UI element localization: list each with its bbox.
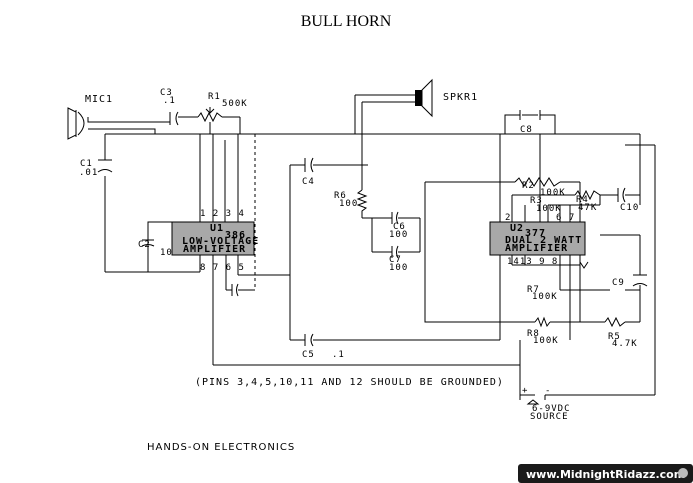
c9-label: C9 (612, 278, 625, 288)
u2-pins-top: 2 (505, 213, 511, 223)
speaker-symbol (415, 78, 433, 118)
capacitor-c8 (519, 110, 541, 120)
resistor-r2 (514, 177, 561, 187)
c5-label: C5 (302, 350, 315, 360)
capacitor-c3 (169, 111, 179, 126)
diagram-title: BULL HORN (301, 13, 392, 30)
c6-label: C6 (393, 222, 406, 232)
capacitor-c4 (304, 157, 314, 173)
microphone-symbol (67, 107, 85, 140)
r4-value: 47K (578, 203, 597, 213)
u2-chip (489, 221, 586, 256)
u2-pins-top2: 6 7 (556, 213, 575, 223)
capacitor-c6 (391, 211, 399, 225)
r5-label: R5 (608, 332, 621, 342)
mic-label: MIC1 (85, 94, 113, 105)
r8-label: R8 (527, 329, 540, 339)
minus-sign: - (545, 386, 551, 396)
watermark-banner: www.MidnightRidazz.com (518, 464, 693, 483)
r1-label: R1 (208, 92, 221, 102)
c7-label: C7 (389, 255, 402, 265)
r6-value: 100 (339, 199, 358, 209)
c3-label: C3 (160, 88, 173, 98)
r6-label: R6 (334, 191, 347, 201)
u1-chip (171, 221, 255, 256)
c6-value: 100 (389, 230, 408, 240)
c1-value: .01 (79, 168, 98, 178)
resistor-r8 (534, 316, 551, 328)
watermark-text: www.MidnightRidazz.com (526, 468, 685, 481)
u2-line2: AMPLIFIER (505, 243, 568, 254)
u2-pins-bottom: 1413 9 8 (507, 257, 558, 267)
capacitor-u1-bottom (231, 283, 239, 297)
resistor-r4 (574, 189, 601, 201)
c5-value: .1 (332, 350, 345, 360)
u2-ref: U2 (510, 223, 524, 234)
r3-label: R3 (530, 196, 543, 206)
capacitor-c1 (97, 159, 113, 173)
ground-note: (PINS 3,4,5,10,11 AND 12 SHOULD BE GROUN… (195, 377, 504, 388)
c8-label: C8 (520, 125, 533, 135)
spkr-label: SPKR1 (443, 92, 478, 103)
capacitor-c7 (391, 245, 399, 259)
u1-pins-bottom: 8 7 6 5 (200, 263, 245, 273)
r5-value: 4.7K (612, 339, 638, 349)
resistor-r1 (197, 107, 223, 123)
resistor-r5 (604, 316, 626, 328)
battery-symbol (519, 395, 546, 405)
plus-sign: + (522, 386, 528, 396)
c2-label: C2 (138, 240, 151, 250)
u1-ref: U1 (210, 223, 224, 234)
c4-label: C4 (302, 177, 315, 187)
u2-line1: DUAL 2 WATT (505, 235, 582, 246)
footer-credit: HANDS-ON ELECTRONICS (147, 442, 295, 453)
c7-value: 100 (389, 263, 408, 273)
c2-value: 10 (160, 248, 173, 258)
r2-label: R2 (522, 181, 535, 191)
capacitor-c10 (617, 187, 626, 203)
c10-label: C10 (620, 203, 639, 213)
capacitor-c9 (632, 274, 648, 287)
r4-label: R4 (576, 195, 589, 205)
r2-value: 100K (540, 188, 566, 198)
capacitor-c5 (304, 333, 314, 347)
r1-value: 500K (222, 99, 248, 109)
skull-icon (678, 468, 688, 478)
c1-label: C1 (80, 159, 93, 169)
r8-value: 100K (533, 336, 559, 346)
c3-value: .1 (163, 96, 176, 106)
u1-pins-top: 1 2 3 4 (200, 209, 245, 219)
resistor-r7 (579, 261, 589, 269)
u1-line1: LOW-VOLTAGE (182, 236, 259, 247)
wiring (87, 94, 656, 396)
source-label: SOURCE (530, 412, 569, 422)
source-voltage: 6-9VDC (532, 404, 571, 414)
r7-label: R7 (527, 285, 540, 295)
r7-value: 100K (532, 292, 558, 302)
r3-value: 100K (536, 204, 562, 214)
u2-part: 377 (525, 228, 546, 239)
capacitor-c2 (141, 239, 155, 247)
u1-line2: AMPLIFIER (183, 244, 246, 255)
u1-part: 386 (225, 230, 246, 241)
